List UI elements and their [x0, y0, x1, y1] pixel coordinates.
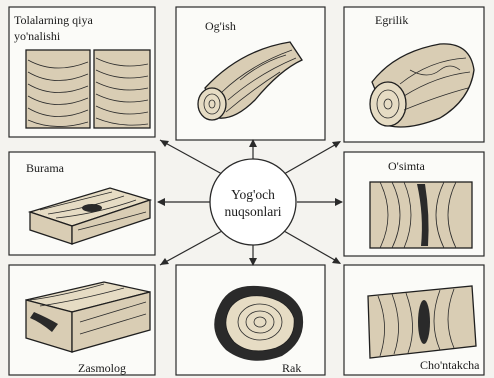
illustration-fiber-tilt	[26, 50, 150, 128]
label-wound: Zasmolog	[78, 361, 126, 375]
illustration-knot	[368, 286, 476, 358]
label-sprout: O'simta	[388, 159, 426, 173]
illustration-sprout	[370, 182, 472, 248]
center-label-line2: nuqsonlari	[225, 204, 282, 219]
center-label-line1: Yog'och	[231, 187, 275, 202]
label-fiber-tilt-line1: Tolalarning qiya	[14, 13, 93, 27]
illustration-cancer	[214, 286, 303, 361]
label-curvature: Egrilik	[375, 13, 408, 27]
label-knot: Cho'ntakcha	[420, 358, 480, 372]
label-fiber-tilt-line2: yo'nalishi	[14, 29, 61, 43]
label-bending: Og'ish	[205, 19, 236, 33]
label-twist: Burama	[26, 161, 65, 175]
label-cancer: Rak	[282, 361, 301, 375]
center-circle	[210, 159, 296, 245]
